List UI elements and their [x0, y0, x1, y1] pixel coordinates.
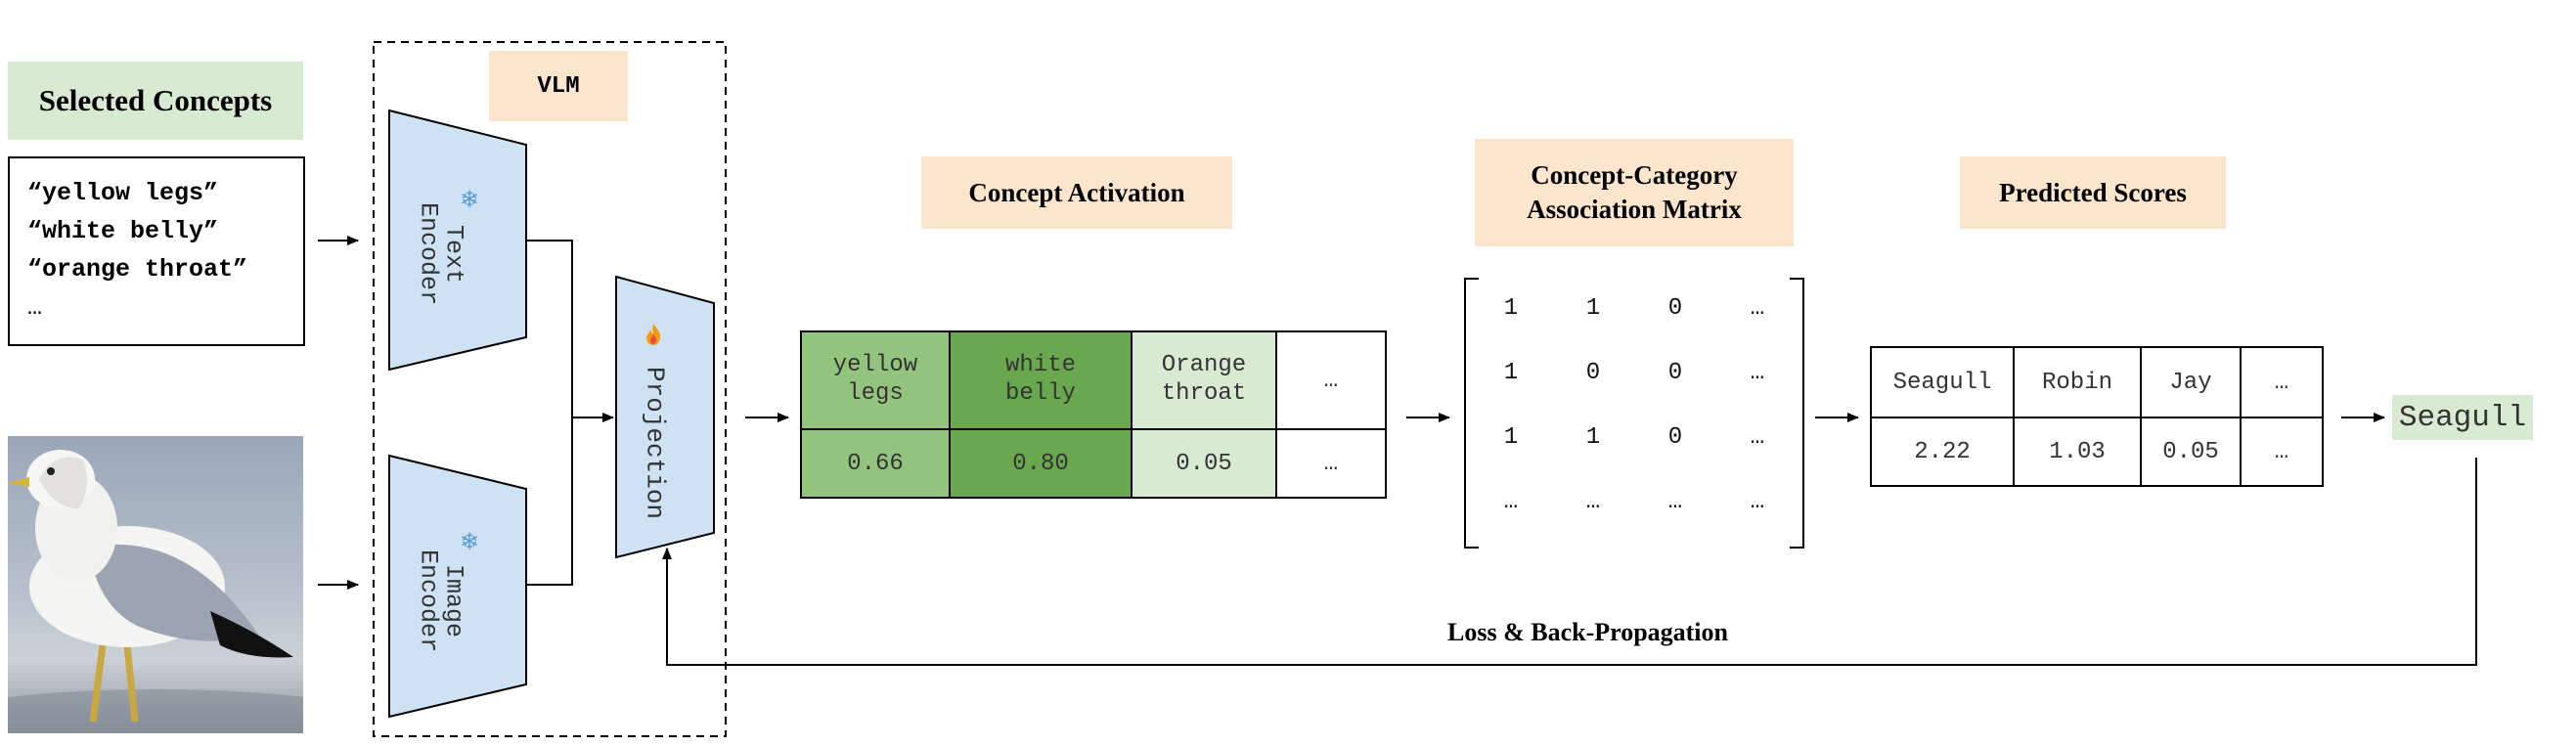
snowflake-icon: ❄ [460, 188, 480, 213]
matrix-cell: 1 [1503, 295, 1519, 322]
predicted-scores-table: Seagull Robin Jay … 2.22 1.03 0.05 … [1870, 346, 2324, 487]
projection-label: Projection [640, 366, 670, 520]
image-encoder: ❄ Image Encoder [409, 528, 487, 675]
text-encoder-label: Text Encoder [414, 202, 468, 306]
matrix-cell: 0 [1667, 360, 1683, 386]
concept-activation-table: yellow legs white belly Orange throat … … [800, 330, 1387, 499]
text-encoder-shape [388, 109, 527, 372]
activation-header-cell: … [1275, 330, 1387, 430]
matrix-cell: 1 [1503, 360, 1519, 386]
activation-header-cell: yellow legs [800, 330, 951, 430]
matrix-right-bracket [1790, 278, 1804, 549]
score-header-cell: Jay [2140, 346, 2242, 418]
vlm-dashed-box [373, 41, 727, 737]
matrix-cell: … [1750, 360, 1765, 386]
concept-line: “orange throat” [27, 255, 248, 284]
activation-value-cell: … [1275, 428, 1387, 499]
projection: Projection [640, 323, 689, 528]
score-header-cell: … [2240, 346, 2324, 418]
matrix-cell: … [1503, 489, 1519, 515]
matrix-cell: 1 [1585, 295, 1601, 322]
image-encoder-label: Image Encoder [414, 549, 468, 653]
fire-icon [646, 324, 661, 345]
score-header-cell: Robin [2013, 346, 2142, 418]
backprop-arrow [662, 458, 2477, 666]
matrix-cell: 1 [1503, 424, 1519, 451]
matrix-cell: 0 [1585, 360, 1601, 386]
score-value-cell: … [2240, 417, 2324, 487]
association-matrix-title: Concept-Category Association Matrix [1475, 139, 1794, 246]
concept-line: “yellow legs” [27, 179, 219, 207]
predicted-scores-title: Predicted Scores [1960, 156, 2226, 229]
matrix-left-bracket [1464, 278, 1479, 549]
activation-header-cell: Orange throat [1131, 330, 1277, 430]
activation-value-cell: 0.66 [800, 428, 951, 499]
activation-header-cell: white belly [949, 330, 1133, 430]
matrix-cell: … [1750, 424, 1765, 451]
predicted-class-label: Seagull [2392, 395, 2533, 440]
image-encoder-shape [388, 454, 527, 719]
activation-value-cell: 0.05 [1131, 428, 1277, 499]
concept-activation-title: Concept Activation [921, 156, 1232, 229]
concepts-list-box: “yellow legs” “white belly” “orange thro… [8, 156, 305, 346]
association-matrix: 1 1 0 … 1 0 0 … 1 1 0 … … … … … [1467, 279, 1799, 548]
concept-line-ellipsis: … [27, 293, 43, 322]
matrix-cell: 0 [1667, 424, 1683, 451]
matrix-cell: … [1667, 489, 1683, 515]
activation-value-cell: 0.80 [949, 428, 1133, 499]
seagull-photo [8, 436, 303, 733]
score-header-cell: Seagull [1870, 346, 2015, 418]
matrix-cell: … [1750, 295, 1765, 322]
score-value-cell: 0.05 [2140, 417, 2242, 487]
encoder-merge-line [526, 240, 573, 586]
matrix-cell: 1 [1585, 424, 1601, 451]
vlm-title: VLM [489, 51, 628, 121]
loss-backprop-label: Loss & Back-Propagation [1447, 618, 1728, 646]
matrix-cell: … [1750, 489, 1765, 515]
score-value-cell: 2.22 [1870, 417, 2015, 487]
score-value-cell: 1.03 [2013, 417, 2142, 487]
matrix-cell: … [1585, 489, 1601, 515]
matrix-cell: 0 [1667, 295, 1683, 322]
projection-shape [615, 275, 715, 559]
concept-line: “white belly” [27, 217, 219, 245]
selected-concepts-title: Selected Concepts [8, 62, 303, 140]
text-encoder: ❄ Text Encoder [409, 186, 487, 323]
snowflake-icon: ❄ [460, 530, 480, 555]
